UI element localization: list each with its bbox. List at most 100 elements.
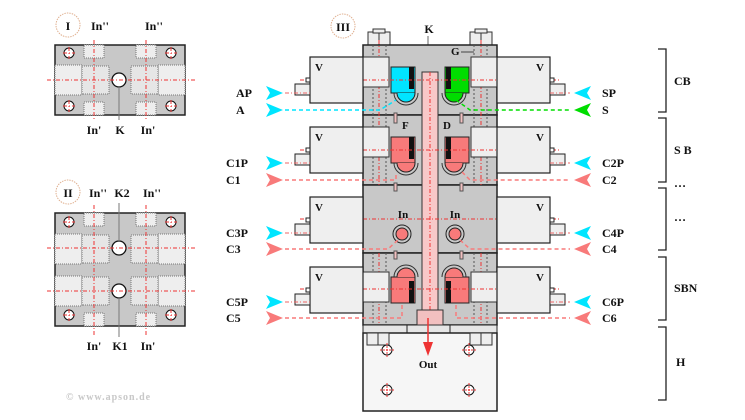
view-badge: III xyxy=(336,20,350,34)
label-in-d-left: In' xyxy=(87,339,102,353)
port-label-c4p: C4P xyxy=(602,226,624,240)
valve-v-labels: V V V V V V V V xyxy=(315,62,544,284)
arrow-c2 xyxy=(574,173,591,187)
pilot-lines-right xyxy=(455,92,570,319)
label-v: V xyxy=(315,202,323,214)
valve-c5 xyxy=(390,264,419,304)
center-lines xyxy=(47,40,196,120)
port-label-sp: SP xyxy=(602,86,616,100)
badge-circle xyxy=(55,12,81,38)
arrow-a xyxy=(266,103,283,117)
valve-seat-right xyxy=(157,64,186,96)
bracket-h xyxy=(658,326,667,401)
bracket-sb xyxy=(658,117,667,183)
block-body xyxy=(54,212,186,327)
bracket-label-cb: CB xyxy=(674,74,691,88)
label-guide-g: G xyxy=(451,46,460,58)
arrow-c6p xyxy=(574,295,591,309)
port-labels-left: AP A C1P C1 C3P C3 C5P C5 xyxy=(226,86,252,325)
base-plate xyxy=(362,324,498,334)
label-channel-k: K xyxy=(424,22,434,36)
copyright-text: © www.apson.de xyxy=(66,392,151,403)
port-label-c3: C3 xyxy=(226,242,241,256)
label-d: D xyxy=(443,120,451,132)
bracket-label-sb: S B xyxy=(674,143,692,157)
port-label-c6p: C6P xyxy=(602,295,624,309)
outlet-fitting xyxy=(416,309,444,326)
valve-c6 xyxy=(441,264,470,304)
label-in-dd-left: In'' xyxy=(91,19,109,33)
valve-seat xyxy=(54,233,83,265)
bracket-label-dots-2: … xyxy=(674,210,686,224)
chamber xyxy=(130,276,159,306)
label-in-d-right: In' xyxy=(141,123,156,137)
arrow-c6 xyxy=(574,311,591,325)
plugs xyxy=(393,112,464,260)
label-inlet-right: In xyxy=(450,209,460,221)
label-v: V xyxy=(536,132,544,144)
arrow-c1p xyxy=(266,156,283,170)
label-k: K xyxy=(115,123,125,137)
port-label-c1p: C1P xyxy=(226,156,248,170)
view-I: I In'' In'' In' K In' xyxy=(47,12,196,137)
port-label-c4: C4 xyxy=(602,242,617,256)
port-label-c2p: C2P xyxy=(602,156,624,170)
badge-circle xyxy=(330,13,356,39)
housing-bolts xyxy=(366,332,493,346)
arrow-ap xyxy=(266,86,283,100)
bracket-cb xyxy=(658,48,667,113)
view-badge: II xyxy=(63,186,73,200)
label-v: V xyxy=(536,272,544,284)
arrow-s xyxy=(574,103,591,117)
valve-seat xyxy=(157,275,186,307)
outlet-arrow-head xyxy=(423,342,433,356)
solenoids-left xyxy=(294,56,364,314)
arrow-c3p xyxy=(266,226,283,240)
port-label-c5p: C5P xyxy=(226,295,248,309)
bracket-label-sbn: SBN xyxy=(674,281,698,295)
arrows-right xyxy=(574,86,591,325)
bracket-dots xyxy=(658,187,667,251)
label-f: F xyxy=(402,120,409,132)
arrow-c4p xyxy=(574,226,591,240)
label-inlet-left: In xyxy=(398,209,408,221)
view-badge: I xyxy=(66,19,71,33)
view-II: II In'' K2 In'' xyxy=(47,179,196,353)
guide-rods xyxy=(372,45,488,325)
port-label-c1: C1 xyxy=(226,173,241,187)
pilot-lines-left xyxy=(285,92,403,319)
brackets xyxy=(658,48,667,401)
port-label-c3p: C3P xyxy=(226,226,248,240)
port-label-c2: C2 xyxy=(602,173,617,187)
port-label-a: A xyxy=(236,103,245,117)
top-bolts xyxy=(367,28,493,46)
valve-seat xyxy=(157,233,186,265)
seat-blocks xyxy=(362,56,498,303)
label-k2: K2 xyxy=(114,186,129,200)
label-in-dd-right: In'' xyxy=(143,186,161,200)
bracket-labels: CB S B … … SBN H xyxy=(674,74,698,369)
view-III: III K xyxy=(226,13,624,412)
bracket-label-h: H xyxy=(676,355,686,369)
bracket-sbn xyxy=(658,256,667,321)
port-label-s: S xyxy=(602,103,609,117)
label-in-d-left: In' xyxy=(87,123,102,137)
port-labels-right: SP S C2P C2 C4P C4 C6P C6 xyxy=(602,86,624,325)
chamber xyxy=(130,234,159,264)
port-label-ap: AP xyxy=(236,86,252,100)
arrow-c3 xyxy=(266,242,283,256)
center-lines xyxy=(47,205,196,336)
solenoids-right xyxy=(496,56,566,314)
label-v: V xyxy=(315,272,323,284)
chamber xyxy=(81,234,110,264)
label-out: Out xyxy=(419,359,438,371)
arrows-left xyxy=(266,86,283,325)
bracket-label-dots-1: … xyxy=(674,176,686,190)
label-v: V xyxy=(536,202,544,214)
label-in-dd-right: In'' xyxy=(145,19,163,33)
label-v: V xyxy=(536,62,544,74)
label-in-d-right: In' xyxy=(141,339,156,353)
arrow-sp xyxy=(574,86,591,100)
arrow-c4 xyxy=(574,242,591,256)
